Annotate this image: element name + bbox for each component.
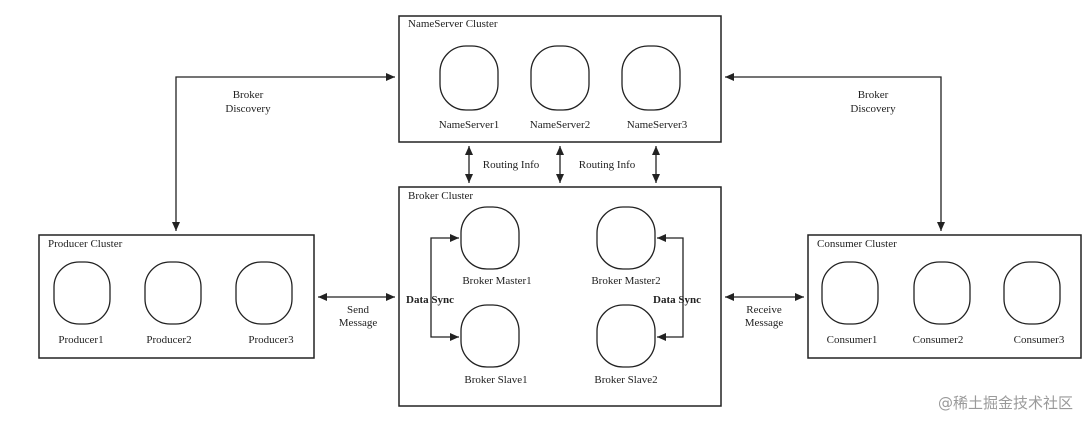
broker-cluster: Broker Cluster Broker Master1 Broker Mas… — [398, 186, 722, 407]
broker-discovery-left-label-1: Broker — [233, 89, 264, 101]
nameserver1-node — [439, 45, 499, 111]
broker-slave1-node — [460, 304, 520, 368]
data-sync-right-label: Data Sync — [653, 294, 701, 306]
nameserver2-label: NameServer2 — [530, 119, 590, 131]
nameserver1-label: NameServer1 — [439, 119, 499, 131]
producer1-node — [53, 261, 111, 325]
producer2-label: Producer2 — [146, 334, 191, 346]
nameserver-cluster: NameServer Cluster NameServer1 NameServe… — [398, 15, 722, 143]
routing-info-label-1: Routing Info — [483, 159, 540, 171]
broker-discovery-left-arrow — [172, 73, 395, 231]
nameserver3-node — [621, 45, 681, 111]
consumer3-label: Consumer3 — [1014, 334, 1065, 346]
nameserver-cluster-title: NameServer Cluster — [408, 18, 498, 30]
producer-cluster-title: Producer Cluster — [48, 238, 123, 250]
nameserver2-node — [530, 45, 590, 111]
broker-master2-label: Broker Master2 — [591, 275, 660, 287]
broker-discovery-right-label-1: Broker — [858, 89, 889, 101]
broker-discovery-right-label-2: Discovery — [850, 103, 896, 115]
consumer2-label: Consumer2 — [913, 334, 964, 346]
broker-master1-label: Broker Master1 — [462, 275, 531, 287]
producer1-label: Producer1 — [58, 334, 103, 346]
data-sync-right-arrow — [657, 234, 684, 341]
broker-slave2-node — [596, 304, 656, 368]
broker-slave2-label: Broker Slave2 — [594, 374, 657, 386]
send-message-label-2: Message — [339, 317, 378, 329]
broker-master2-node — [596, 206, 656, 270]
broker-cluster-title: Broker Cluster — [408, 190, 473, 202]
consumer1-label: Consumer1 — [827, 334, 878, 346]
producer3-node — [235, 261, 293, 325]
producer2-node — [144, 261, 202, 325]
nameserver3-label: NameServer3 — [627, 119, 688, 131]
consumer3-node — [1003, 261, 1061, 325]
consumer-cluster: Consumer Cluster Consumer1 Consumer2 Con… — [807, 234, 1082, 359]
send-message-label-1: Send — [347, 304, 370, 316]
consumer2-node — [913, 261, 971, 325]
routing-info-label-2: Routing Info — [579, 159, 636, 171]
receive-message-label-1: Receive — [746, 304, 782, 316]
broker-slave1-label: Broker Slave1 — [464, 374, 527, 386]
broker-discovery-left-label-2: Discovery — [225, 103, 271, 115]
broker-discovery-right-arrow — [725, 73, 945, 231]
consumer1-node — [821, 261, 879, 325]
receive-message-label-2: Message — [745, 317, 784, 329]
broker-master1-node — [460, 206, 520, 270]
data-sync-left-label: Data Sync — [406, 294, 454, 306]
watermark-text: @稀土掘金技术社区 — [938, 394, 1073, 412]
producer-cluster: Producer Cluster Producer1 Producer2 Pro… — [38, 234, 315, 359]
producer3-label: Producer3 — [248, 334, 294, 346]
consumer-cluster-title: Consumer Cluster — [817, 238, 897, 250]
data-sync-left-arrow — [430, 234, 459, 341]
